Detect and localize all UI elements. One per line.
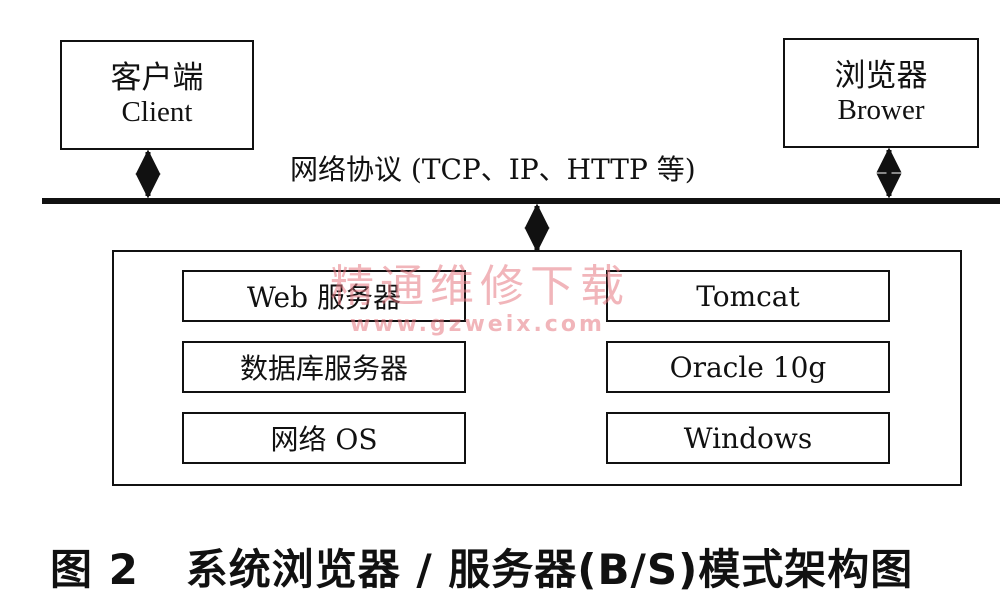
network-os-box: 网络 OS [182, 412, 466, 464]
windows-box: Windows [606, 412, 890, 464]
browser-label-en: Brower [837, 94, 925, 127]
figure-caption: 图 2 系统浏览器 / 服务器(B/S)模式架构图 [50, 545, 914, 594]
browser-box: 浏览器 Brower [783, 38, 979, 148]
network-protocol-label: 网络协议 (TCP、IP、HTTP 等) [290, 153, 696, 186]
web-server-box: Web 服务器 [182, 270, 466, 322]
browser-label-cn: 浏览器 [834, 57, 928, 94]
client-label-cn: 客户端 [110, 59, 204, 96]
database-server-box: 数据库服务器 [182, 341, 466, 393]
tomcat-box: Tomcat [606, 270, 890, 322]
watermark-url: www.gzweix.com [350, 312, 605, 337]
client-box: 客户端 Client [60, 40, 254, 150]
watermark-cn: 精通维修下载 [330, 261, 630, 312]
client-label-en: Client [121, 96, 193, 129]
oracle-box: Oracle 10g [606, 341, 890, 393]
